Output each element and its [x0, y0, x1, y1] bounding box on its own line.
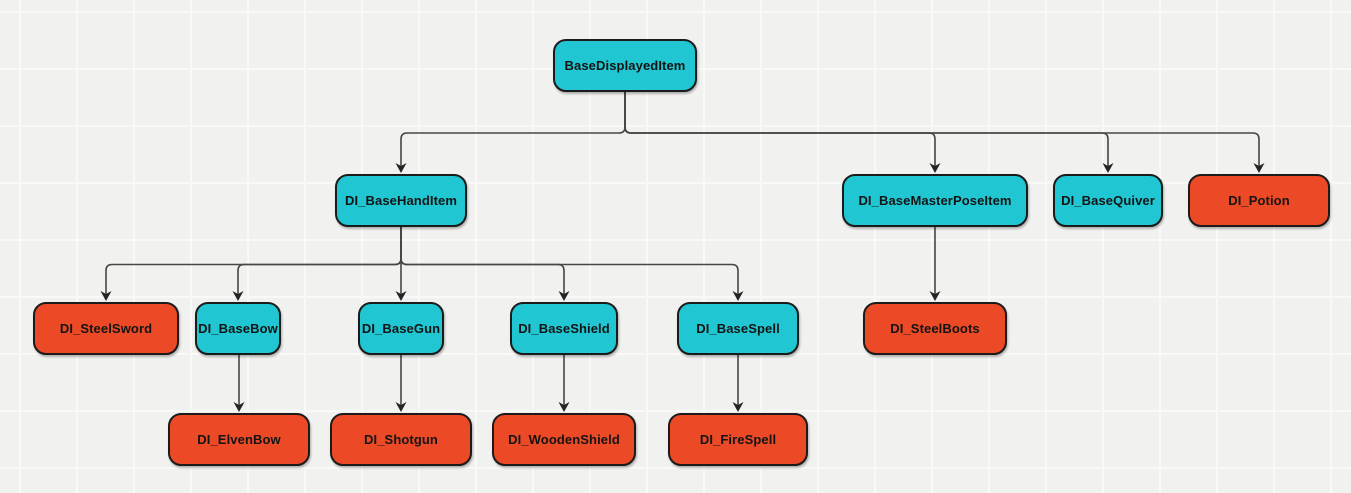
- arrowhead-icon: [558, 291, 570, 301]
- node-DI_BaseHandItem[interactable]: DI_BaseHandItem: [335, 174, 467, 227]
- edge-DI_BaseHandItem-to-DI_BaseSpell: [400, 227, 739, 294]
- node-label: DI_WoodenShield: [508, 432, 620, 447]
- node-label: DI_BaseBow: [198, 321, 278, 336]
- node-label: DI_ElvenBow: [197, 432, 281, 447]
- node-DI_WoodenShield[interactable]: DI_WoodenShield: [492, 413, 636, 466]
- edge-BaseDisplayedItem-to-DI_Potion: [624, 92, 1260, 166]
- node-DI_ElvenBow[interactable]: DI_ElvenBow: [168, 413, 310, 466]
- node-DI_BaseMasterPoseItem[interactable]: DI_BaseMasterPoseItem: [842, 174, 1028, 227]
- node-DI_Potion[interactable]: DI_Potion: [1188, 174, 1330, 227]
- edge-DI_BaseHandItem-to-DI_SteelSword: [105, 227, 402, 294]
- node-DI_SteelBoots[interactable]: DI_SteelBoots: [863, 302, 1007, 355]
- arrowhead-icon: [232, 291, 244, 301]
- arrowhead-icon: [233, 402, 245, 412]
- arrowhead-icon: [929, 163, 941, 173]
- node-label: BaseDisplayedItem: [564, 58, 686, 73]
- node-DI_FireSpell[interactable]: DI_FireSpell: [668, 413, 808, 466]
- arrowhead-icon: [1253, 163, 1265, 173]
- node-DI_BaseShield[interactable]: DI_BaseShield: [510, 302, 618, 355]
- node-DI_SteelSword[interactable]: DI_SteelSword: [33, 302, 179, 355]
- edge-DI_BaseHandItem-to-DI_BaseBow: [237, 227, 402, 294]
- node-label: DI_Shotgun: [364, 432, 438, 447]
- arrowhead-icon: [732, 402, 744, 412]
- edge-BaseDisplayedItem-to-DI_BaseHandItem: [400, 92, 626, 166]
- arrowhead-icon: [395, 163, 407, 173]
- arrowhead-icon: [558, 402, 570, 412]
- arrowhead-icon: [395, 402, 407, 412]
- node-DI_BaseSpell[interactable]: DI_BaseSpell: [677, 302, 799, 355]
- node-label: DI_BaseShield: [518, 321, 610, 336]
- edge-DI_BaseHandItem-to-DI_BaseShield: [400, 227, 565, 294]
- node-label: DI_BaseMasterPoseItem: [858, 193, 1012, 208]
- node-DI_BaseGun[interactable]: DI_BaseGun: [358, 302, 444, 355]
- arrowhead-icon: [100, 291, 112, 301]
- arrowhead-icon: [732, 291, 744, 301]
- node-label: DI_SteelSword: [59, 321, 153, 336]
- node-label: DI_Potion: [1228, 193, 1290, 208]
- arrowhead-icon: [1102, 163, 1114, 173]
- node-label: DI_BaseHandItem: [344, 193, 458, 208]
- edge-BaseDisplayedItem-to-DI_BaseQuiver: [624, 92, 1109, 166]
- node-label: DI_BaseQuiver: [1061, 193, 1155, 208]
- node-label: DI_BaseSpell: [696, 321, 780, 336]
- arrowhead-icon: [929, 291, 941, 301]
- arrowhead-icon: [395, 291, 407, 301]
- node-BaseDisplayedItem[interactable]: BaseDisplayedItem: [553, 39, 697, 92]
- node-label: DI_FireSpell: [699, 432, 777, 447]
- node-label: DI_SteelBoots: [890, 321, 980, 336]
- node-DI_BaseQuiver[interactable]: DI_BaseQuiver: [1053, 174, 1163, 227]
- node-label: DI_BaseGun: [361, 321, 441, 336]
- node-DI_BaseBow[interactable]: DI_BaseBow: [195, 302, 281, 355]
- node-DI_Shotgun[interactable]: DI_Shotgun: [330, 413, 472, 466]
- edge-BaseDisplayedItem-to-DI_BaseMasterPoseItem: [624, 92, 936, 166]
